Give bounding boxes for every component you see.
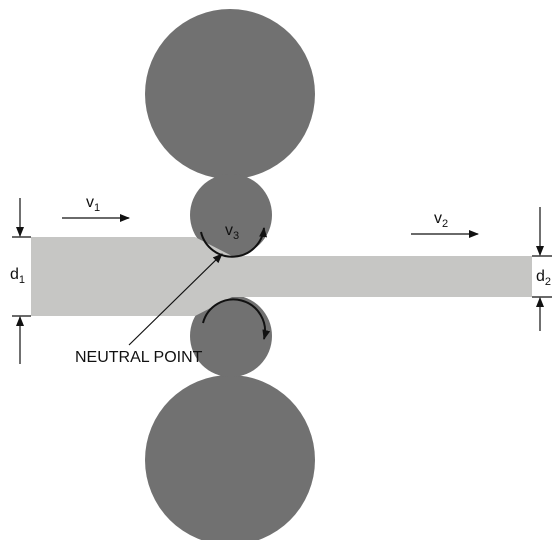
d1-label: d1 [10,266,25,286]
bottom-roll-rotation-arrow [202,298,271,340]
top-work-roll [190,174,272,256]
v3-label: v3 [225,222,239,242]
top-roll-rotation-arrow [200,227,268,258]
d2-label: d2 [536,268,551,288]
top-backup-roll [145,9,315,179]
bottom-work-roll [190,295,272,377]
v2-label: v2 [434,210,448,230]
v1-label: v1 [86,194,100,214]
neutral-point-label: NEUTRAL POINT [75,349,203,366]
bottom-backup-roll [145,375,315,540]
neutral-point-leader [128,253,223,346]
metal-strip [31,237,532,316]
